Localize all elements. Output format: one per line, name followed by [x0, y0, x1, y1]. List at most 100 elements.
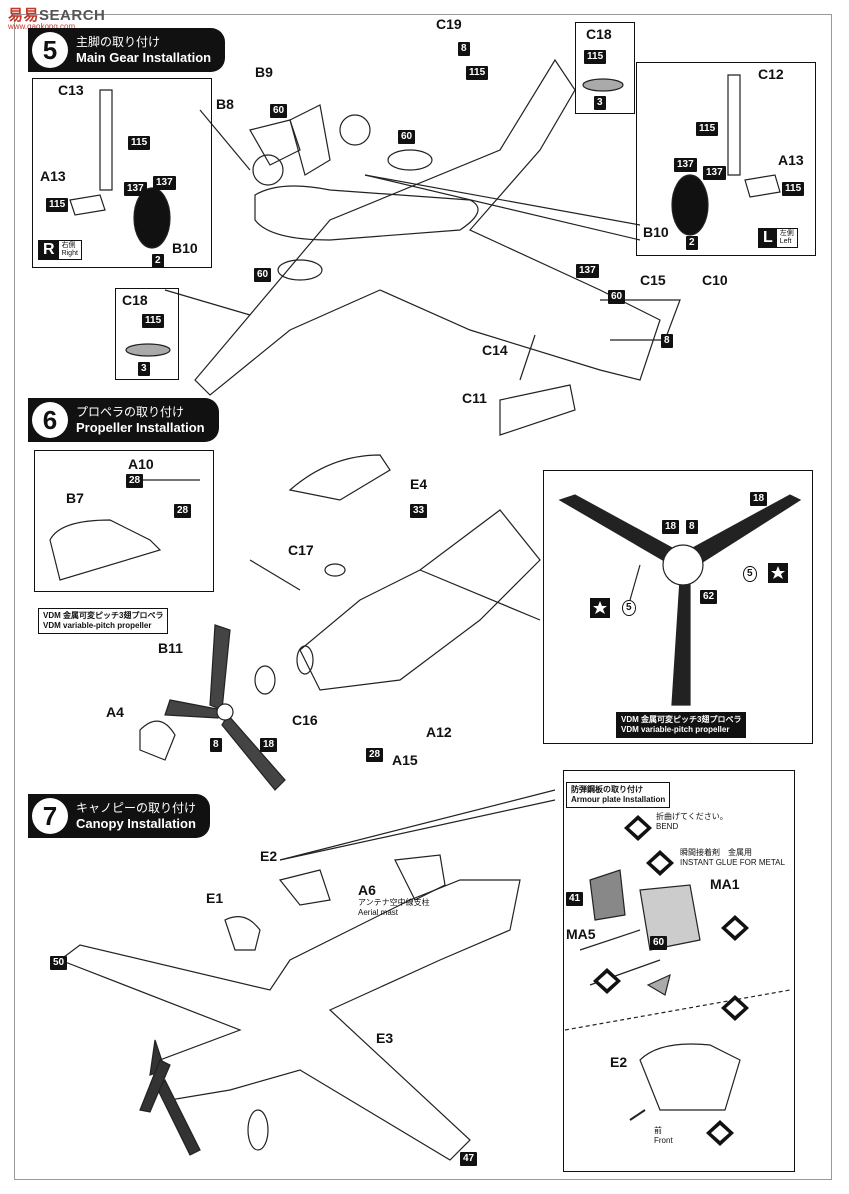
paint-137: 137: [674, 158, 697, 172]
paint-8: 8: [686, 520, 698, 534]
label-e3: E3: [376, 1030, 394, 1046]
paint-5: 5: [622, 600, 636, 616]
paint-28: 28: [366, 748, 384, 762]
paint-3: 3: [138, 362, 150, 376]
label-b8: B8: [216, 96, 234, 112]
watermark: 易易SEARCH: [8, 7, 106, 24]
inset-armour-plate: [563, 770, 795, 1172]
inset-c18-step5-right: [575, 22, 635, 114]
paint-2: 2: [152, 254, 164, 268]
step-6-header: 6 プロペラの取り付け Propeller Installation: [28, 398, 219, 442]
step-6-number: 6: [32, 402, 68, 438]
paint-137: 137: [153, 176, 176, 190]
label-c18-top: C18: [586, 26, 612, 42]
label-b10-left: B10: [643, 224, 669, 240]
label-b10-right: B10: [172, 240, 198, 256]
label-e2: E2: [260, 848, 278, 864]
paint-115: 115: [142, 314, 165, 328]
paint-18: 18: [662, 520, 680, 534]
step-7-number: 7: [32, 798, 68, 834]
label-a13-left: A13: [778, 152, 804, 168]
paint-60: 60: [608, 290, 626, 304]
paint-60: 60: [254, 268, 272, 282]
page-frame: [14, 14, 832, 1180]
label-b11: B11: [158, 640, 183, 656]
paint-137: 137: [703, 166, 726, 180]
inset-b7-a10: [34, 450, 214, 592]
label-e1: E1: [206, 890, 224, 906]
paint-47: 47: [460, 1152, 478, 1166]
step-5-header: 5 主脚の取り付け Main Gear Installation: [28, 28, 226, 72]
step-7-title-jp: キャノピーの取り付け: [76, 801, 197, 815]
step-5-number: 5: [32, 32, 68, 68]
step-7-header: 7 キャノピーの取り付け Canopy Installation: [28, 794, 211, 838]
paint-3: 3: [594, 96, 606, 110]
paint-8: 8: [210, 738, 222, 752]
paint-60: 60: [270, 104, 288, 118]
label-a13-right: A13: [40, 168, 66, 184]
paint-41: 41: [566, 892, 584, 906]
label-a12: A12: [426, 724, 452, 740]
inset-propeller-detail: [543, 470, 813, 744]
label-e2-detail: E2: [610, 1054, 628, 1070]
paint-137: 137: [124, 182, 147, 196]
paint-115: 115: [782, 182, 805, 196]
label-b7: B7: [66, 490, 84, 506]
paint-8: 8: [458, 42, 470, 56]
step-7-title-en: Canopy Installation: [76, 816, 196, 831]
label-a10: A10: [128, 456, 154, 472]
paint-115: 115: [584, 50, 607, 64]
label-c14: C14: [482, 342, 508, 358]
paint-137: 137: [576, 264, 599, 278]
inset-right-gear: [32, 78, 212, 268]
paint-5: 5: [743, 566, 757, 582]
step-6-title-en: Propeller Installation: [76, 420, 205, 435]
paint-18: 18: [260, 738, 278, 752]
paint-2: 2: [686, 236, 698, 250]
paint-18: 18: [750, 492, 768, 506]
label-c11: C11: [462, 390, 487, 406]
label-a6: A6: [358, 882, 376, 898]
label-c18-bottom: C18: [122, 292, 148, 308]
label-c17: C17: [288, 542, 314, 558]
paint-50: 50: [50, 956, 68, 970]
label-c16: C16: [292, 712, 318, 728]
paint-115: 115: [466, 66, 489, 80]
label-a4: A4: [106, 704, 124, 720]
paint-8: 8: [661, 334, 673, 348]
paint-28: 28: [174, 504, 192, 518]
label-c13: C13: [58, 82, 84, 98]
label-c10: C10: [702, 272, 728, 288]
inset-left-gear: [636, 62, 816, 256]
watermark-url: www.gaokong.com: [8, 22, 76, 31]
paint-115: 115: [46, 198, 69, 212]
paint-60: 60: [398, 130, 416, 144]
label-c12: C12: [758, 66, 784, 82]
step-6-title-jp: プロペラの取り付け: [76, 405, 185, 419]
paint-33: 33: [410, 504, 428, 518]
step-5-title-en: Main Gear Installation: [76, 50, 212, 65]
label-e4: E4: [410, 476, 428, 492]
paint-115: 115: [696, 122, 719, 136]
label-c15: C15: [640, 272, 666, 288]
paint-115: 115: [128, 136, 151, 150]
label-ma1: MA1: [710, 876, 740, 892]
inset-c18-step5-left: [115, 288, 179, 380]
label-a15: A15: [392, 752, 418, 768]
paint-60: 60: [650, 936, 668, 950]
paint-62: 62: [700, 590, 718, 604]
step-5-title-jp: 主脚の取り付け: [76, 35, 161, 49]
note-bend: 折曲げてください。BEND: [656, 812, 728, 831]
label-ma5: MA5: [566, 926, 596, 942]
label-b9: B9: [255, 64, 273, 80]
label-c19: C19: [436, 16, 462, 32]
